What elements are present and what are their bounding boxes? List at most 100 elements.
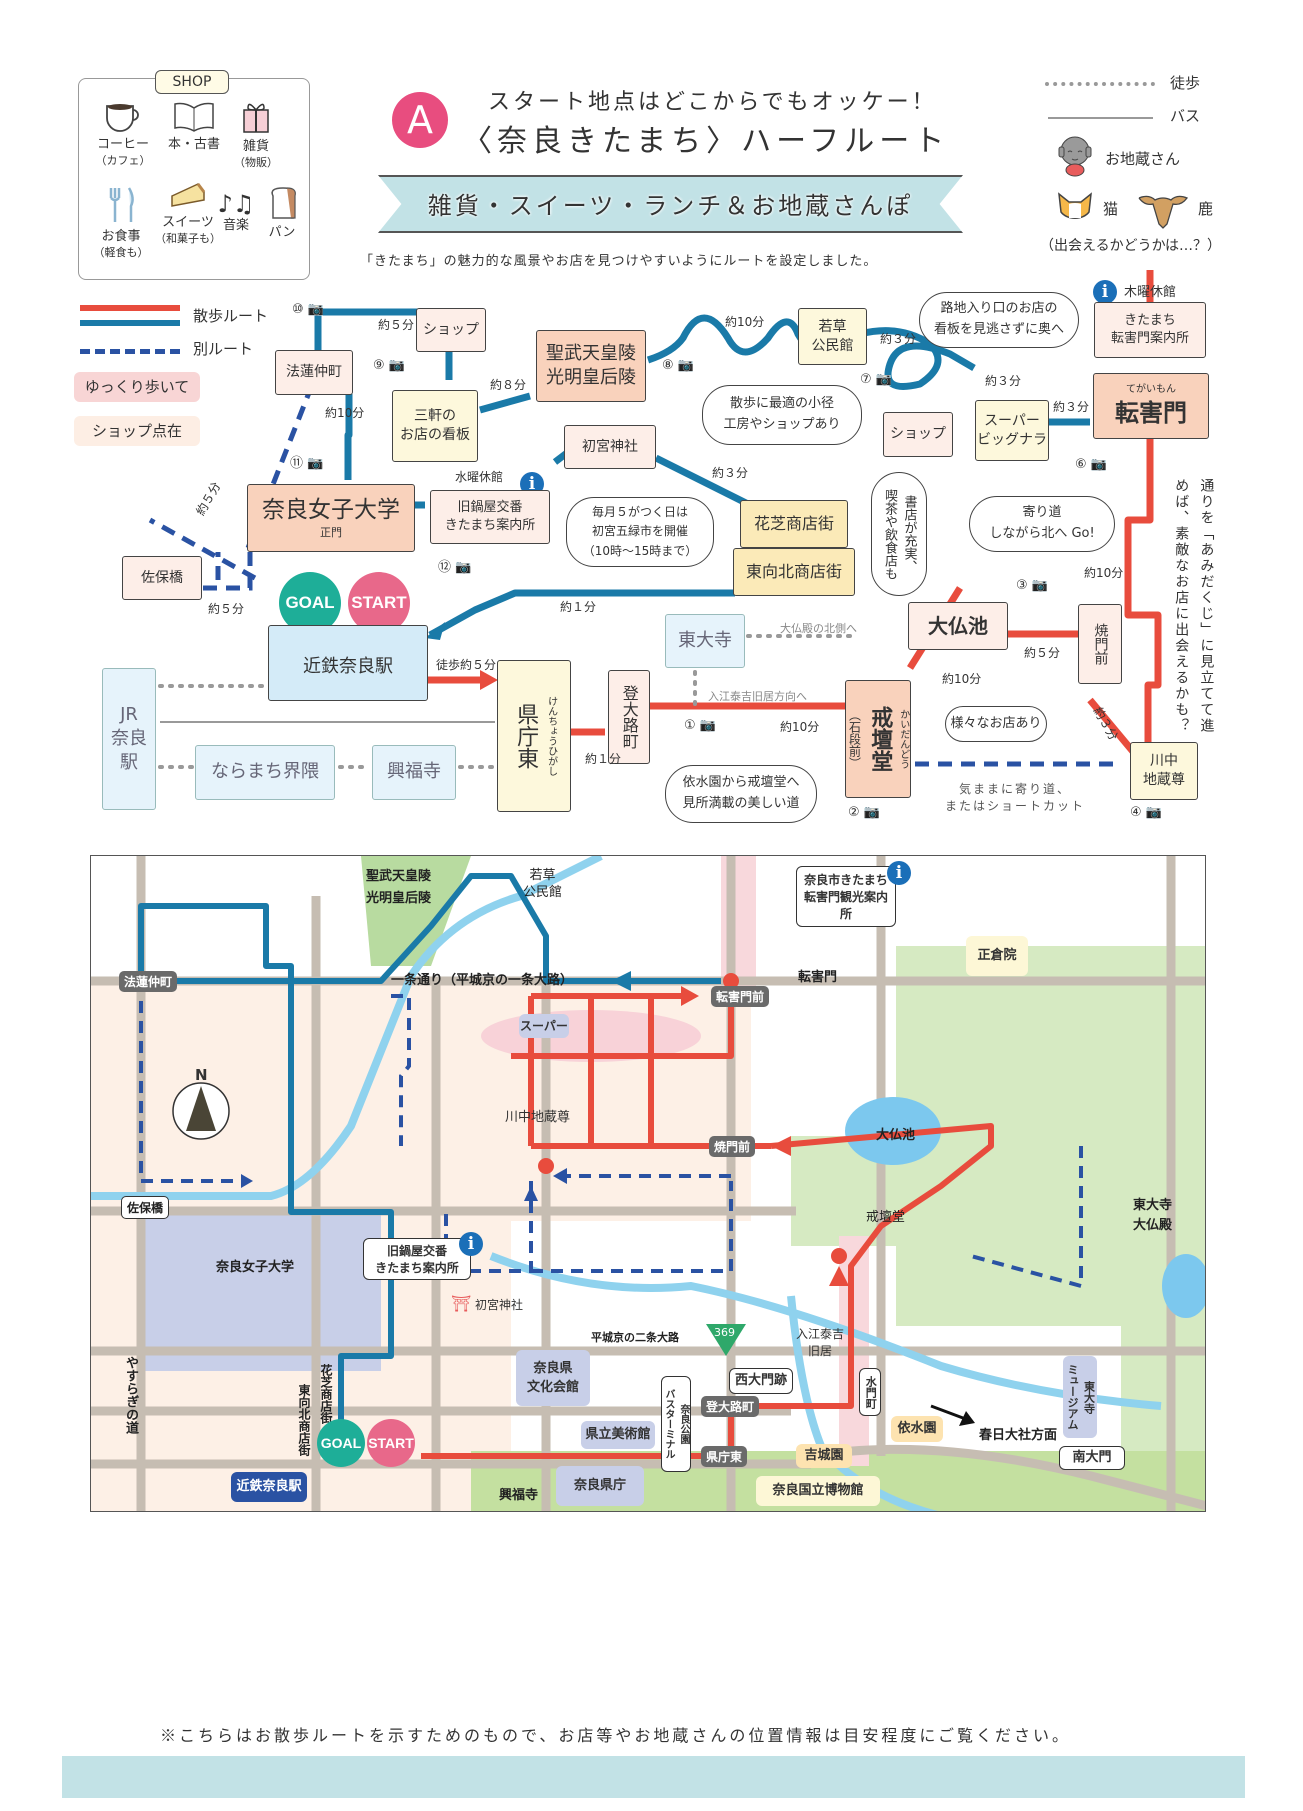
- nabeya-note: 水曜休館: [455, 470, 504, 484]
- cat-icon: [1058, 192, 1092, 219]
- legend-coffee-sub: （カフェ）: [95, 153, 151, 167]
- compass-needle: [186, 1086, 216, 1131]
- ribbon-text: 雑貨・スイーツ・ランチ＆お地蔵さんぽ: [427, 192, 914, 220]
- kaidan-label: 戒壇堂: [867, 706, 893, 772]
- arrow-head: [959, 1411, 975, 1426]
- node-sahobashi: 佐保橋: [122, 556, 202, 600]
- camera-icon: 📷: [863, 805, 880, 820]
- time-label: 約５分: [208, 602, 245, 616]
- bubble-komichi: 散歩に最適の小径 工房やショップあり: [702, 385, 862, 445]
- node-hatsumiya: 初宮神社: [564, 425, 656, 469]
- route-segment: [479, 392, 531, 414]
- street-map[interactable]: 聖武天皇陵 光明皇后陵 若草 公民館 奈良市きたまち 転害門観光案内所 i 転害…: [90, 855, 1206, 1512]
- legend-gift-sub: （物販）: [234, 155, 278, 169]
- route-369-sign: [706, 1324, 746, 1356]
- node-kaidan: （石段前） 戒壇堂 かいだんどう: [845, 680, 911, 798]
- walk-line: [1045, 82, 1155, 86]
- route-segment: [1124, 430, 1162, 746]
- map-label-yasuragi: やすらぎの道: [123, 1356, 138, 1434]
- route-segment: [428, 589, 735, 639]
- route-badge: A: [392, 92, 448, 148]
- camera-number: ②: [848, 805, 860, 820]
- pond: [845, 1097, 941, 1165]
- alt-route-segment: [178, 552, 253, 591]
- node-higashimuki: 東向北商店街: [733, 548, 855, 596]
- coffee-icon: [106, 104, 139, 132]
- legend-coffee-label: コーヒー: [96, 137, 149, 153]
- start-marker: START: [348, 572, 410, 634]
- map-label-nandaimon: 南大門: [1059, 1446, 1125, 1470]
- node-kenchou: 県庁東 けんちょうひがし: [497, 660, 571, 812]
- time-label: 約３分: [985, 374, 1022, 388]
- time-label: 約10分: [325, 406, 365, 420]
- subtitle: 「きたまち」の魅力的な風景やお店を見つけやすいようにルートを設定しました。: [360, 254, 878, 269]
- legend-music-label: 音楽: [222, 218, 249, 233]
- camera-spot-4: ④ 📷: [1130, 805, 1162, 820]
- map-label-nabeya: 旧鍋屋交番 きたまち案内所: [363, 1238, 471, 1280]
- legend-cat: 猫: [1103, 200, 1119, 218]
- bubble-roji: 路地入り口のお店の 看板を見逃さずに奥へ: [919, 292, 1079, 348]
- compass-north: N: [195, 1066, 208, 1084]
- map-label-busterminal: 奈良公園 バスターミナル: [661, 1376, 691, 1472]
- bubble-kita: 寄り道 しながら北へ Go!: [969, 496, 1115, 552]
- bubble-samazama: 様々なお店あり: [945, 706, 1047, 742]
- map-label-hatsumiya: 初宮神社: [475, 1298, 524, 1312]
- alt-route-segment: [148, 517, 257, 581]
- camera-spot-7: ⑦ 📷: [860, 372, 892, 387]
- arrow-head: [480, 670, 498, 690]
- map-label-todaiji: 東大寺 大仏殿: [1133, 1198, 1173, 1233]
- note-yorimichi: 気ままに寄り道、 またはショートカット: [945, 782, 1086, 813]
- time-label: 約10分: [725, 315, 765, 329]
- bus-line: [1048, 117, 1153, 119]
- arrow-head: [425, 622, 445, 640]
- tagline: スタート地点はどこからでもオッケー！: [488, 90, 937, 115]
- camera-icon: 📷: [699, 718, 716, 733]
- map-label-isuien: 依水園: [891, 1416, 943, 1442]
- legend-bus: バス: [1170, 107, 1201, 125]
- map-label-kofukuji: 興福寺: [499, 1488, 539, 1503]
- route-segment: [859, 327, 976, 390]
- stop-sahobashi: 佐保橋: [121, 1196, 170, 1219]
- note-amidakuji: 通りを「あみだくじ」に見立てて進めば、素敵なお店に出会えるかも？: [1173, 478, 1215, 734]
- bubble-yorimizu: 依水園から戒壇堂へ 見所満載の美しい道: [665, 765, 817, 823]
- camera-number: ⑨: [373, 358, 385, 373]
- torii-icon: ⛩: [451, 1294, 472, 1313]
- node-joshidai: 奈良女子大学 正門: [247, 484, 415, 552]
- time-label: 約３分: [1053, 400, 1090, 414]
- arrow-head: [524, 1186, 538, 1201]
- map-label-ichijo: 一条通り（平城京の一条大路）: [391, 973, 574, 988]
- camera-spot-11: ⑪ 📷: [290, 452, 323, 471]
- map-label-museum-nat: 奈良国立博物館: [756, 1476, 880, 1506]
- book-icon: [174, 102, 214, 132]
- map-goal-marker: GOAL: [317, 1419, 365, 1467]
- node-kofukuji: 興福寺: [372, 745, 456, 800]
- time-label: 約５分: [378, 318, 415, 332]
- kaidan-ruby: かいだんどう: [897, 709, 909, 769]
- camera-spot-6: ⑥ 📷: [1075, 457, 1107, 472]
- arrow-head: [771, 1136, 791, 1156]
- node-yakimon: 焼門前: [1078, 604, 1122, 684]
- camera-number: ⑫: [438, 560, 452, 575]
- map-label-kencho: 奈良県庁: [556, 1466, 644, 1506]
- node-daibutsuike: 大仏池: [908, 602, 1008, 650]
- camera-number: ④: [1130, 805, 1142, 820]
- node-shop2: ショップ: [883, 412, 953, 457]
- map-label-kintetsu: 近鉄奈良駅: [231, 1472, 307, 1502]
- gift-icon: [243, 103, 269, 133]
- joshidai-sub: 正門: [320, 526, 342, 540]
- music-icon: ♪♫: [217, 190, 255, 218]
- camera-icon: 📷: [1090, 457, 1107, 472]
- route-point: [723, 973, 739, 989]
- map-label-info-tegai: 奈良市きたまち 転害門観光案内所: [796, 866, 896, 927]
- map-background: [91, 856, 1205, 1511]
- map-label-shomu: 聖武天皇陵 光明皇后陵: [366, 869, 432, 907]
- cutlery-icon: [109, 187, 134, 222]
- cake-icon: [171, 183, 206, 207]
- route-369-label: 369: [714, 1326, 735, 1339]
- camera-number: ①: [684, 718, 696, 733]
- arrow-head: [241, 1174, 253, 1188]
- bubble-shoten-text: 書店が充実、 喫茶や飲食店も: [882, 488, 917, 580]
- camera-spot-1: ① 📷: [684, 718, 716, 733]
- node-kintetsu: 近鉄奈良駅: [268, 625, 428, 701]
- legend-book-label: 本・古書: [167, 137, 220, 153]
